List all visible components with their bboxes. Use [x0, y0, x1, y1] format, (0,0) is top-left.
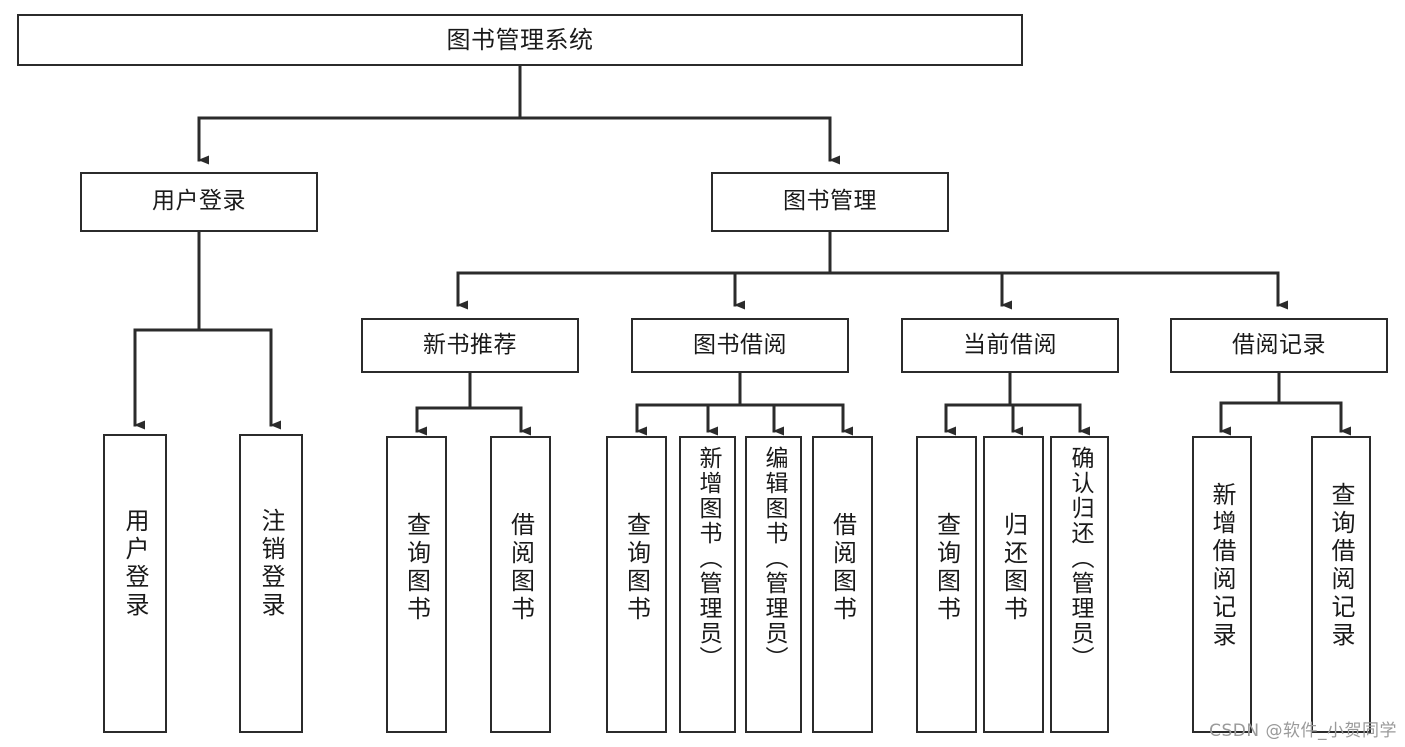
- node-book-borrow[interactable]: 图书借阅: [631, 318, 849, 373]
- node-leaf-return-book[interactable]: 归还图书: [983, 436, 1044, 733]
- node-label: 新增图书（管理员）: [695, 446, 721, 671]
- node-label: 归还图书: [999, 512, 1028, 624]
- node-leaf-query-book-1[interactable]: 查询图书: [386, 436, 447, 733]
- node-leaf-confirm-return[interactable]: 确认归还（管理员）: [1050, 436, 1109, 733]
- node-leaf-logout-login[interactable]: 注销登录: [239, 434, 303, 733]
- node-label: 图书借阅: [693, 331, 787, 358]
- node-leaf-borrow-book-2[interactable]: 借阅图书: [812, 436, 873, 733]
- node-leaf-query-borrow-record[interactable]: 查询借阅记录: [1311, 436, 1371, 733]
- node-leaf-borrow-book-1[interactable]: 借阅图书: [490, 436, 551, 733]
- node-label: 查询图书: [932, 512, 961, 624]
- node-label: 图书管理: [783, 188, 877, 215]
- node-leaf-add-book[interactable]: 新增图书（管理员）: [679, 436, 736, 733]
- node-leaf-edit-book[interactable]: 编辑图书（管理员）: [745, 436, 802, 733]
- node-label: 图书管理系统: [446, 25, 594, 54]
- node-label: 借阅图书: [828, 512, 857, 624]
- node-root-book-management-system[interactable]: 图书管理系统: [17, 14, 1023, 66]
- csdn-watermark: CSDN @软件_小贺同学: [1209, 721, 1397, 741]
- node-borrow-record[interactable]: 借阅记录: [1170, 318, 1388, 373]
- node-label: 查询借阅记录: [1327, 482, 1355, 650]
- node-leaf-user-login[interactable]: 用户登录: [103, 434, 167, 733]
- node-leaf-add-borrow-record[interactable]: 新增借阅记录: [1192, 436, 1252, 733]
- node-label: 新增借阅记录: [1208, 482, 1236, 650]
- node-label: 借阅记录: [1232, 331, 1326, 358]
- node-current-borrow[interactable]: 当前借阅: [901, 318, 1119, 373]
- node-user-login[interactable]: 用户登录: [80, 172, 318, 232]
- node-label: 编辑图书（管理员）: [761, 446, 787, 671]
- node-leaf-query-book-3[interactable]: 查询图书: [916, 436, 977, 733]
- node-label: 查询图书: [622, 512, 651, 624]
- node-label: 查询图书: [402, 512, 431, 624]
- node-label: 注销登录: [257, 508, 285, 620]
- node-label: 用户登录: [152, 188, 246, 215]
- node-label: 用户登录: [121, 508, 149, 620]
- node-label: 借阅图书: [506, 512, 535, 624]
- node-new-book-recommend[interactable]: 新书推荐: [361, 318, 579, 373]
- node-label: 新书推荐: [423, 331, 517, 358]
- node-book-management[interactable]: 图书管理: [711, 172, 949, 232]
- node-leaf-query-book-2[interactable]: 查询图书: [606, 436, 667, 733]
- node-label: 当前借阅: [963, 331, 1057, 358]
- node-label: 确认归还（管理员）: [1067, 446, 1093, 671]
